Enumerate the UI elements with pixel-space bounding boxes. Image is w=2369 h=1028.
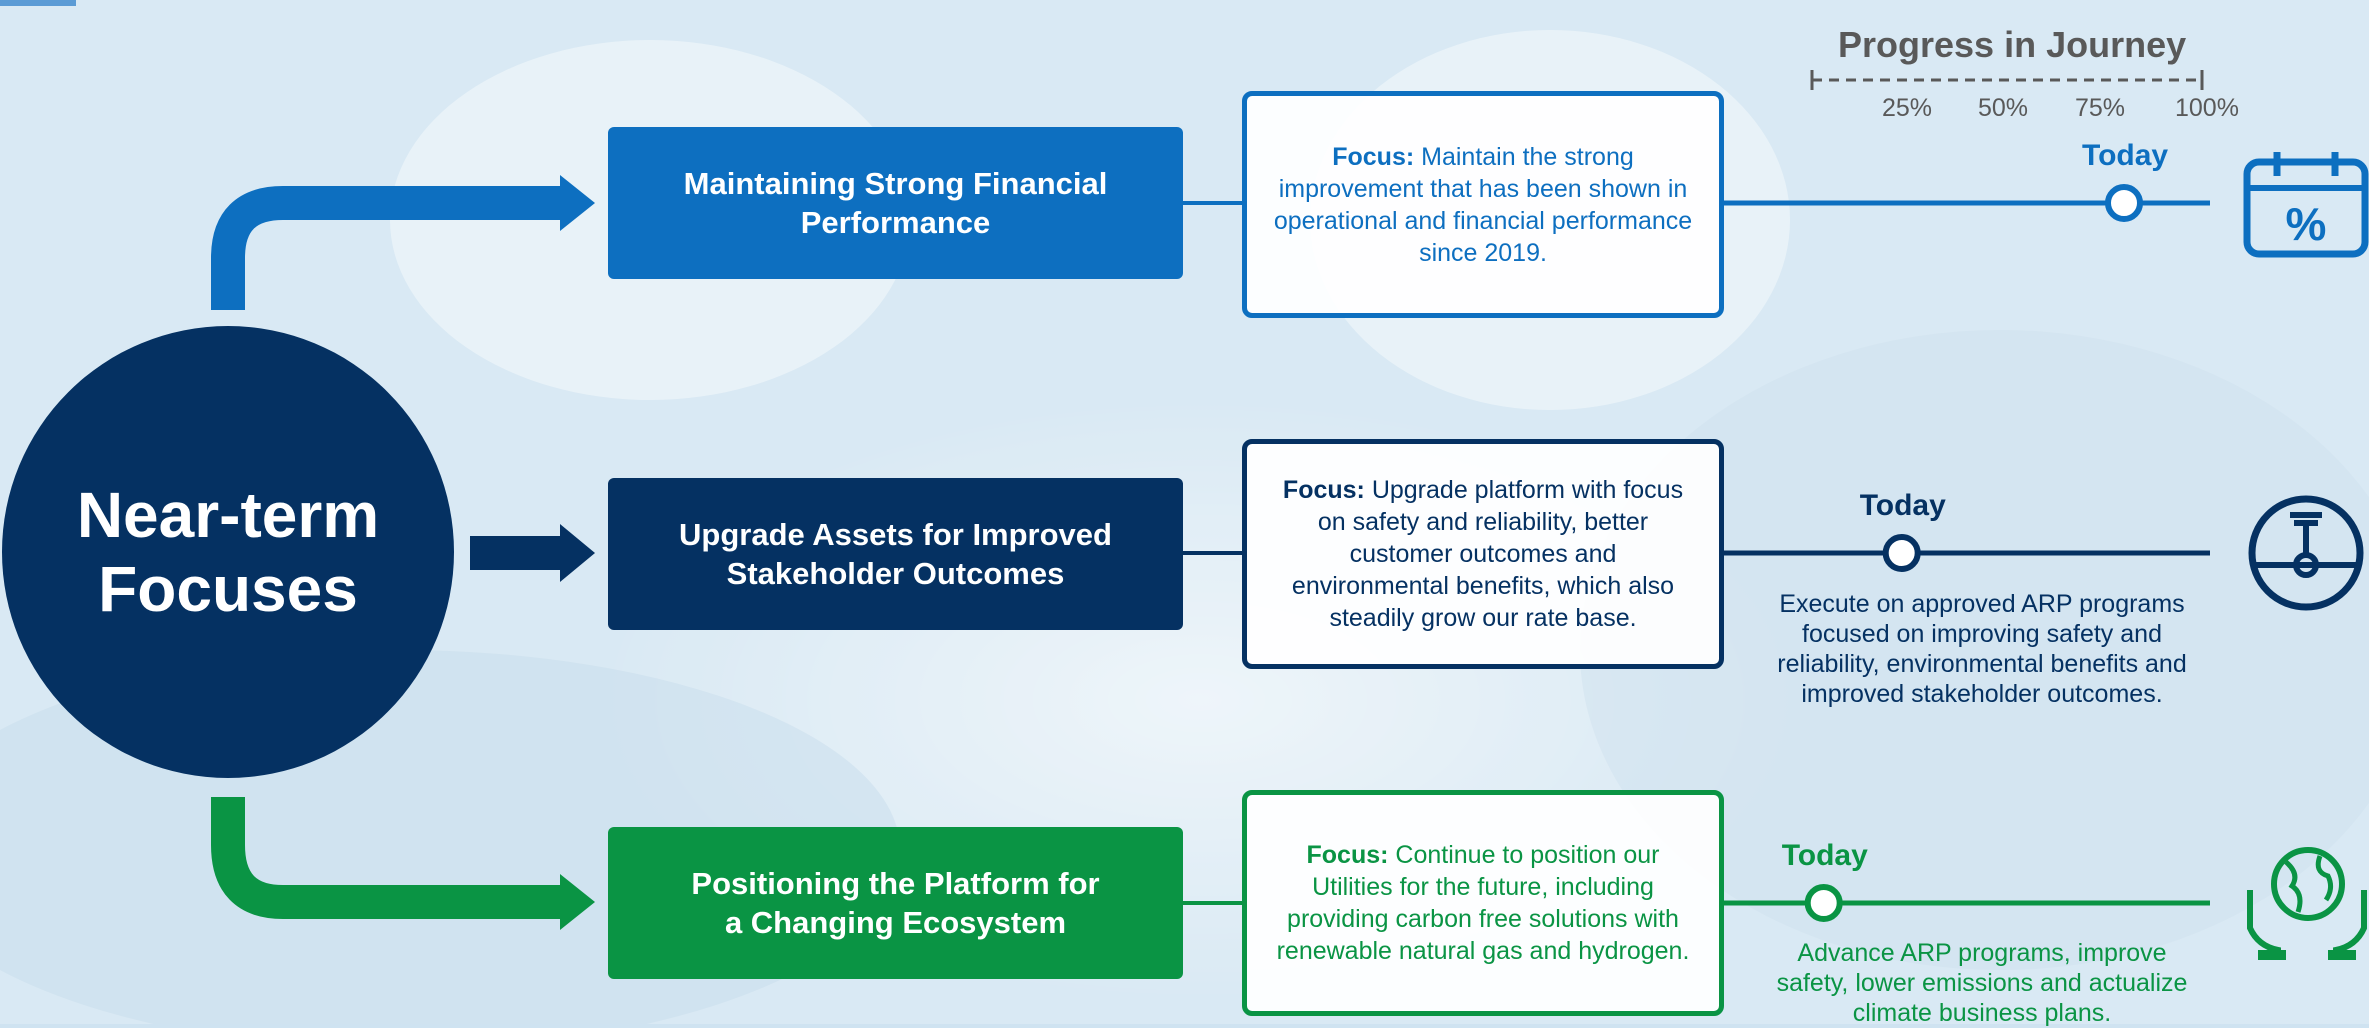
calendar-percent-icon: % (2243, 152, 2369, 258)
focus-box-platform: Focus: Continue to position our Utilitie… (1242, 790, 1724, 1016)
row-label-assets: Upgrade Assets for Improved Stakeholder … (608, 478, 1183, 630)
gauge-icon (2248, 495, 2364, 611)
focus-text: Maintain the strong improvement that has… (1273, 142, 1693, 267)
focus-box-assets: Focus: Upgrade platform with focus on sa… (1242, 439, 1724, 669)
description-platform: Advance ARP programs, improve safety, lo… (1776, 939, 2188, 1027)
near-term-focuses-circle: Near-term Focuses (2, 326, 454, 778)
focus-text: Continue to position our Utilities for t… (1276, 841, 1690, 965)
svg-text:%: % (2286, 198, 2327, 250)
top-accent-bar (0, 0, 76, 6)
today-marker (1804, 884, 1843, 922)
tick-100: 100% (2175, 94, 2239, 122)
progress-scale (1810, 70, 2204, 90)
timeline-platform (1724, 884, 2210, 922)
timeline-assets (1724, 534, 2210, 572)
focus-box-financial: Focus: Maintain the strong improvement t… (1242, 91, 1724, 318)
today-label-assets: Today (1859, 489, 1946, 522)
tick-50: 50% (1978, 94, 2029, 122)
row-label-platform: Positioning the Platform for a Changing … (608, 827, 1183, 979)
today-label-platform: Today (1781, 839, 1868, 872)
description-assets: Execute on approved ARP programs focused… (1777, 590, 2187, 708)
timeline-financial (1724, 184, 2210, 222)
focus-label: Focus: (1332, 142, 1415, 171)
today-marker (1882, 534, 1921, 572)
progress-title: Progress in Journey (1838, 24, 2187, 65)
tick-75: 75% (2075, 94, 2126, 122)
focus-label: Focus: (1282, 476, 1365, 504)
row-label-financial: Maintaining Strong Financial Performance (608, 127, 1183, 279)
focus-label: Focus: (1306, 841, 1389, 869)
today-marker (2105, 184, 2143, 222)
tick-25: 25% (1882, 94, 1933, 122)
hands-globe-icon (2247, 847, 2367, 960)
focus-text: Upgrade platform with focus on safety an… (1291, 476, 1684, 632)
today-label-financial: Today (2082, 139, 2169, 172)
